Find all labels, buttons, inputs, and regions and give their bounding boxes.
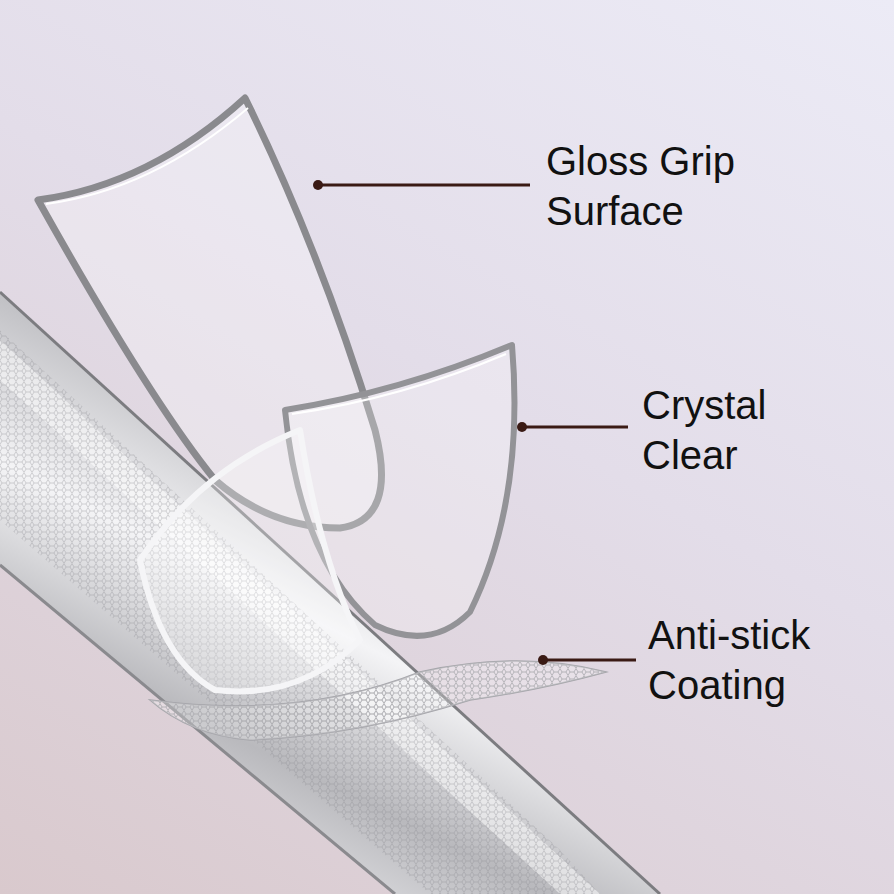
anti-stick-layer (150, 661, 606, 740)
nail-highlight (292, 354, 506, 414)
leader-dot (517, 422, 527, 432)
leader-dot (313, 180, 323, 190)
nail-highlight (46, 108, 248, 204)
leader-line (543, 659, 636, 662)
leader-line (522, 426, 628, 429)
callout-label: Gloss Grip Surface (546, 136, 846, 236)
callout-label: Anti-stick Coating (648, 610, 888, 710)
nail-tip (140, 430, 360, 691)
callout-label: Crystal Clear (642, 380, 862, 480)
anti-stick-sheen (150, 661, 606, 740)
leader-line (318, 184, 530, 187)
leader-dot (538, 655, 548, 665)
tube-mesh (0, 330, 600, 894)
